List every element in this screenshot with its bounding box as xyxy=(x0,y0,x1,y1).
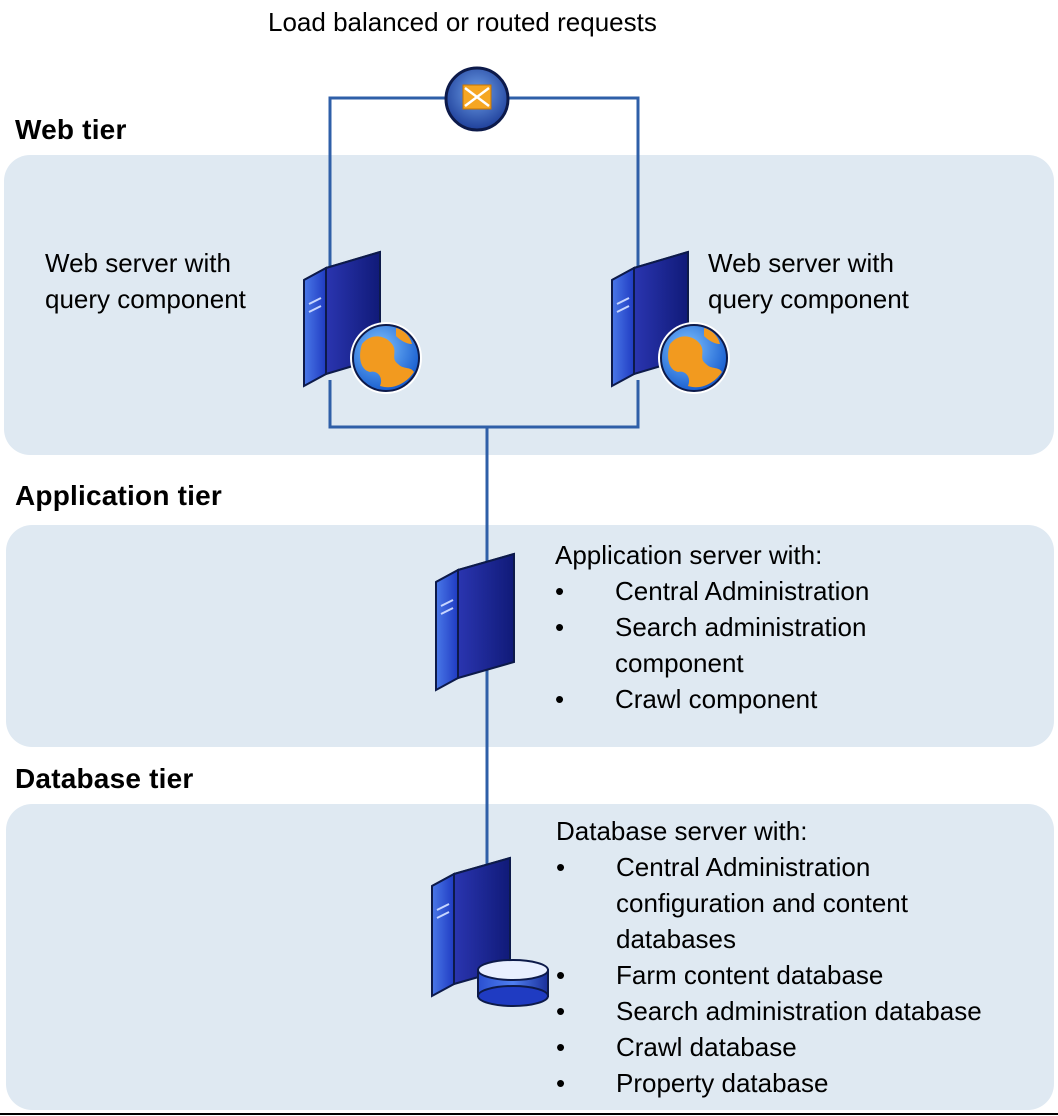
application-component-list: Central Administration Search administra… xyxy=(555,573,935,717)
list-item: Central Administration configuration and… xyxy=(556,849,976,957)
web-tier-panel xyxy=(4,155,1054,455)
list-item: Property database xyxy=(556,1065,1046,1101)
caption-line: query component xyxy=(708,284,909,314)
top-label: Load balanced or routed requests xyxy=(268,7,657,37)
list-item: Crawl database xyxy=(556,1029,1046,1065)
right-web-server-caption: Web server with query component xyxy=(708,245,909,317)
caption-line: query component xyxy=(45,284,246,314)
list-item: Search administration database xyxy=(556,993,1046,1029)
load-balancer-icon xyxy=(444,66,510,137)
bottom-border xyxy=(0,1113,1058,1115)
database-server-icon xyxy=(428,852,552,1013)
list-item: Crawl component xyxy=(555,681,935,717)
caption-line: Web server with xyxy=(45,248,231,278)
web-tier-title: Web tier xyxy=(15,114,127,145)
database-icon xyxy=(477,959,549,1007)
caption-line: Web server with xyxy=(708,248,894,278)
database-list: Central Administration configuration and… xyxy=(556,849,1046,1101)
server-icon xyxy=(432,548,522,699)
web-server-icon xyxy=(608,244,738,401)
list-item: Farm content database xyxy=(556,957,1046,993)
web-server-icon xyxy=(300,244,430,401)
left-web-server-caption: Web server with query component xyxy=(45,245,246,317)
application-server-heading: Application server with: xyxy=(555,540,823,570)
application-tier-title: Application tier xyxy=(15,480,222,511)
database-tier-title: Database tier xyxy=(15,763,194,794)
list-item: Central Administration xyxy=(555,573,935,609)
list-item: Search administration component xyxy=(555,609,905,681)
database-server-heading: Database server with: xyxy=(556,816,808,846)
